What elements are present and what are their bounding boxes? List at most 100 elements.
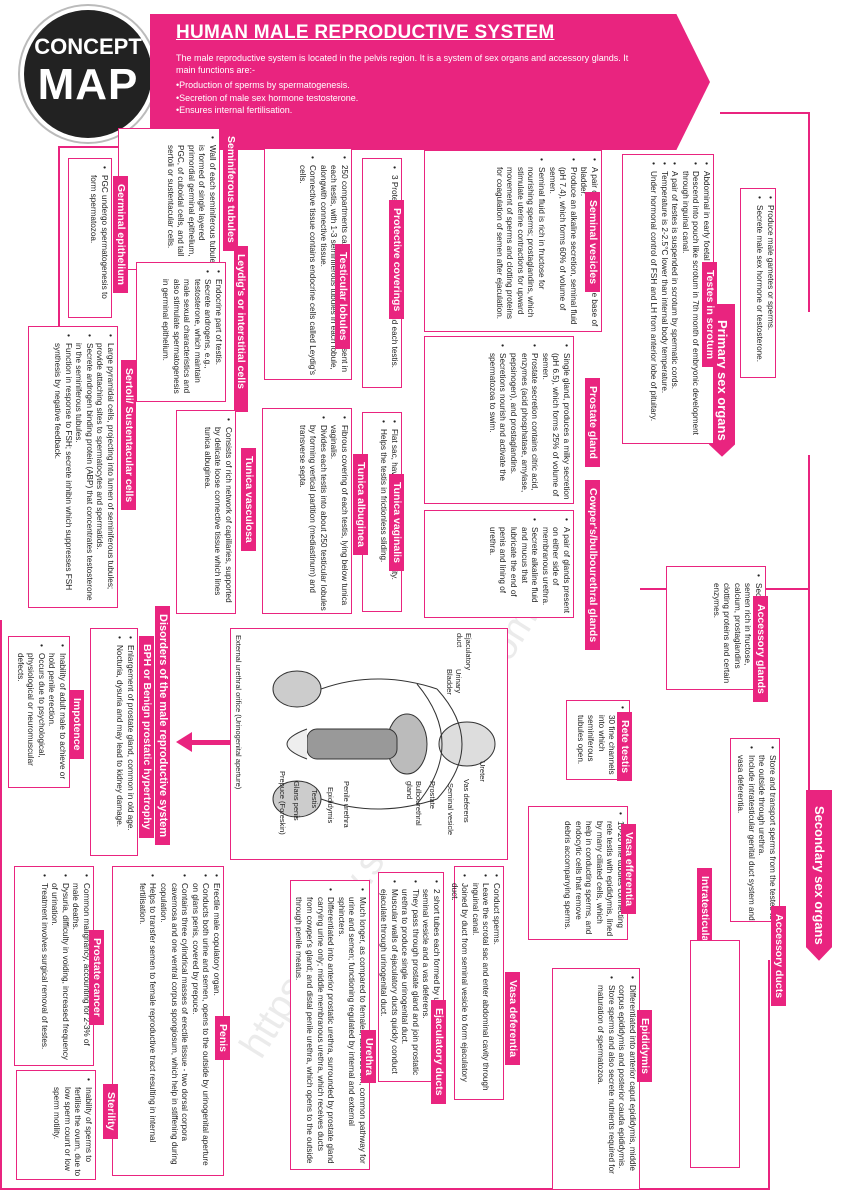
impotence-box: Inability of adult male to achieve or ho… [8, 636, 70, 788]
bph-point: Enlargement of prostate gland, common in… [124, 645, 135, 853]
label-external-urethral-orifice: External urethral orifice (Urinogenital … [234, 635, 243, 790]
penis-point: Contains three cylindrical masses of ere… [157, 883, 189, 1173]
label-prepuce: Prepuce (Foreskin) [278, 771, 287, 835]
penis-point: Helps to transfer semen to female reprod… [136, 883, 158, 1173]
accessory-glands-label: Accessory glands [753, 596, 768, 702]
leydig-point: Endocrine part of testis. [212, 279, 223, 399]
sertoli-point: Secrete androgen binding protein (ABP) t… [73, 343, 94, 605]
deferentia-point: Joined by duct from seminal vesicle to f… [448, 883, 470, 1097]
tunica-albuginea-label: Tunica albuginea [353, 454, 368, 555]
vasa-deferentia-box: Conduct sperms. Leave the scrotal sac an… [450, 866, 504, 1100]
primary-point: Secrete male sex hormone or testosterone… [754, 205, 764, 375]
epididymis-point: Differentiated into anterior caput epidi… [616, 985, 637, 1187]
anatomy-diagram: Ejaculatory duct Urinary Bladder Ureter … [230, 628, 508, 860]
prostate-cancer-point: Common malignancy, accounting for 2-3% o… [70, 883, 91, 1063]
concept-map-badge: CONCEPT MAP [24, 10, 152, 138]
secondary-sex-organs-label: Secondary sex organs [806, 790, 832, 961]
bph-point: Nocturia, dysuria and may lead to kidney… [114, 645, 124, 853]
label-ejaculatory-duct: Ejaculatory duct [455, 633, 473, 671]
efferentia-point: 10-20 fine tubules connecting rete testi… [561, 821, 625, 937]
sterility-point: Inability of sperms to fertilise the ovu… [51, 1087, 93, 1177]
label-seminal-vesicle: Seminal vesicle [446, 783, 455, 836]
epididymis-point: Store sperms and also secrete nutrients … [595, 985, 616, 1187]
cowper-point: Secrete alkaline fluid and mucus that lu… [486, 527, 539, 615]
connector-line [808, 455, 810, 795]
epididymis-label: Epididymis [637, 1010, 652, 1083]
connector-line [0, 1188, 770, 1190]
prostate-gland-box: Single gland, produces a milky secretion… [424, 336, 574, 504]
label-urinary-bladder: Urinary Bladder [445, 669, 463, 695]
vaginalis-point: Helps the testis in frictionless sliding… [378, 429, 388, 609]
sertoli-point: Large pyramidal cells, projecting into l… [94, 343, 115, 605]
testes-point: Temperature is 2-2.5°C lower than intern… [658, 171, 669, 441]
connector-line [0, 620, 2, 1190]
leydig-cells-box: Endocrine part of testis. Secrete androg… [136, 262, 226, 402]
header-intro: The male reproductive system is located … [176, 53, 629, 75]
accessory-glands-box: Secrete seminal plasma or semen rich in … [666, 566, 766, 690]
leydig-cells-label: Leydig's or interstitial cells [234, 246, 248, 412]
label-ureter: Ureter [478, 761, 487, 782]
testes-point: A pair of testes is suspended in scrotum… [669, 171, 679, 441]
tunica-vaginalis-label: Tunica vaginalis [389, 474, 404, 571]
seminiferous-tubules-label: Seminiferous tubules [223, 128, 238, 251]
male-reproductive-illustration [272, 670, 496, 818]
connector-line [768, 960, 770, 1190]
function-item: Production of sperms by spermatogenesis. [176, 79, 358, 92]
germinal-epithelium-box: PGC undergo spermatogenesis to form sper… [68, 158, 112, 318]
tunica-vasculosa-box: Consists of rich network of capillaries,… [176, 410, 236, 614]
label-testis: Testis [310, 789, 319, 809]
germinal-point: PGC undergo spermatogenesis to form sper… [88, 175, 109, 315]
function-item: Secretion of male sex hormone testostero… [176, 92, 358, 105]
epididymis-box: Differentiated into anterior caput epidi… [552, 968, 640, 1190]
accessory-ducts-box [690, 940, 740, 1168]
sterility-label: Sterility [103, 1084, 118, 1139]
label-epididymis: Epididymis [326, 787, 335, 824]
deferentia-point: Conduct sperms. [490, 883, 501, 1097]
prostate-cancer-point: Treatment involves surgical removal of t… [38, 883, 49, 1063]
primary-sex-organs-box: Produce male gametes or sperms. Secrete … [740, 188, 776, 378]
connector-line [720, 112, 810, 114]
protective-coverings-label: Protective coverings [389, 200, 404, 320]
urethra-label: Urethra [361, 1030, 376, 1084]
albuginea-point: Fibrous covering of each testis, lying b… [328, 425, 349, 611]
function-item: Ensures internal fertilisation. [176, 104, 358, 117]
cowpers-glands-label: Cowper's/bulbourethral glands [585, 480, 600, 651]
germinal-epithelium-label: Germinal epithelium [113, 176, 128, 293]
testes-in-scrotum-box: Abdominal in early foetal life; extra-ab… [622, 154, 714, 444]
penis-point: Conducts both urine and semen, opens to … [189, 883, 211, 1173]
prostate-cancer-point: Dysuria, difficulty in voiding, increase… [49, 883, 70, 1063]
sertoli-point: Function in response to FSH; secrete inh… [51, 343, 73, 605]
urethra-box: Much longer, as compared to females, abo… [290, 880, 370, 1170]
vasa-efferentia-box: 10-20 fine tubules connecting rete testi… [528, 806, 628, 940]
ejaculatory-point: They pass through prostate gland and joi… [399, 889, 420, 1079]
bph-label: BPH or Benign prostatic hypertrophy [139, 636, 154, 838]
vasculosa-point: Consists of rich network of capillaries,… [201, 427, 233, 611]
page-title: HUMAN MALE REPRODUCTIVE SYSTEM [176, 22, 555, 43]
accessory-ducts-label: Accessory ducts [771, 906, 786, 1007]
testes-point: Descend into pouch like scrotum in 7th m… [679, 171, 701, 441]
label-glans-penis: Glans penis [292, 781, 301, 821]
albuginea-point: Divides each testis into about 250 testi… [296, 425, 328, 611]
cowpers-glands-box: A pair of glands present on either side … [424, 510, 574, 618]
tunica-vasculosa-label: Tunica vasculosa [241, 448, 256, 551]
penis-label: Penis [215, 1016, 230, 1061]
testicular-lobules-label: Testicular lobules [335, 244, 350, 349]
connector-line [808, 112, 810, 312]
rete-testis-label: Rete testis [617, 712, 632, 782]
tunica-albuginea-box: Fibrous covering of each testis, lying b… [262, 408, 352, 614]
disorders-label: Disorders of the male reproductive syste… [155, 606, 170, 846]
seminal-vesicle-point: Produce an alkaline secretion, seminal f… [546, 167, 578, 329]
sterility-box: Inability of sperms to fertilise the ovu… [16, 1070, 96, 1180]
label-penile-urethra: Penile urethra [342, 781, 351, 828]
impotence-point: Inability of adult male to achieve or ho… [46, 653, 67, 785]
impotence-point: Occurs due to psychological, physiologic… [14, 653, 46, 785]
bph-box: Enlargement of prostate gland, common in… [90, 628, 138, 856]
vasa-deferentia-label: Vasa deferentia [505, 972, 520, 1066]
ejaculatory-ducts-label: Ejaculatory ducts [431, 1000, 446, 1104]
penis-box: Erectile male copulatory organ. Conducts… [112, 866, 224, 1176]
badge-line-1: CONCEPT [34, 34, 142, 59]
leydig-point: Secrete androgens, e.g., testosterone, w… [159, 279, 212, 399]
badge-line-2: MAP [37, 60, 139, 109]
function-list: Production of sperms by spermatogenesis.… [176, 79, 358, 117]
prostate-point: Secretions nourish and activate the sper… [486, 353, 508, 501]
